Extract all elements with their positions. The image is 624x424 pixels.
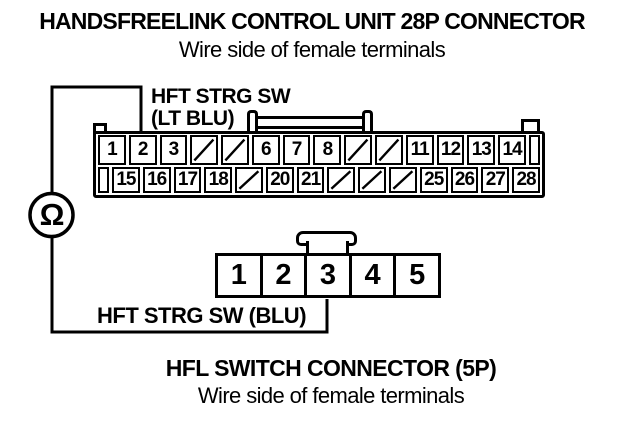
ohmmeter-icon: Ω xyxy=(39,197,65,232)
connector-5p-lock-tab-neck xyxy=(306,241,349,255)
diagram-subtitle-28p: Wire side of female terminals xyxy=(178,37,446,62)
pin-cell-1: 1 xyxy=(218,256,260,295)
diagonal-stroke-icon xyxy=(192,137,216,163)
pin-cell-unused xyxy=(221,135,249,165)
pin-cell-unused xyxy=(235,167,263,193)
diagonal-stroke-icon xyxy=(223,137,247,163)
pin-cell-5: 5 xyxy=(393,256,438,295)
pin-cell-14: 14 xyxy=(498,135,526,165)
pin-cell-unused xyxy=(344,135,373,165)
pin-cell-13: 13 xyxy=(467,135,496,165)
pin-cell-18: 18 xyxy=(204,167,233,193)
pin-cell-21: 21 xyxy=(296,167,325,193)
diagonal-stroke-icon xyxy=(237,169,261,191)
pin-cell-25: 25 xyxy=(419,167,448,193)
diagram-title-28p: HANDSFREELINK CONTROL UNIT 28P CONNECTOR xyxy=(39,8,585,34)
connector-28p-lock-post-right xyxy=(362,110,373,134)
diagram-title-5p: HFL SWITCH CONNECTOR (5P) xyxy=(165,355,497,381)
wire-label-5p: HFT STRG SW (BLU) xyxy=(97,303,307,328)
pin-cell-3: 3 xyxy=(304,256,349,295)
pin-cell-unused xyxy=(375,135,403,165)
pin-cell-blank xyxy=(528,135,540,165)
pin-cell-28: 28 xyxy=(512,167,540,193)
pin-cell-27: 27 xyxy=(481,167,510,193)
pin-cell-4: 4 xyxy=(348,256,394,295)
diagram-subtitle-5p: Wire side of female terminals xyxy=(197,383,465,408)
pin-cell-6: 6 xyxy=(251,135,280,165)
pin-cell-8: 8 xyxy=(313,135,342,165)
pin-cell-3: 3 xyxy=(159,135,188,165)
connector-28p-left-tab xyxy=(93,123,107,134)
pin-cell-2: 2 xyxy=(259,256,305,295)
connector-28p-lock-post-left xyxy=(247,110,258,134)
connector-28p-right-tab xyxy=(521,119,540,134)
pin-cell-16: 16 xyxy=(142,167,171,193)
connector-28p-lock-bar xyxy=(253,116,370,129)
pin-cell-1: 1 xyxy=(98,135,126,165)
pin-cell-blank xyxy=(98,167,109,193)
diagonal-stroke-icon xyxy=(346,137,370,163)
pin-cell-20: 20 xyxy=(265,167,294,193)
diagonal-stroke-icon xyxy=(391,169,415,191)
pin-cell-15: 15 xyxy=(112,167,140,193)
pin-cell-11: 11 xyxy=(405,135,434,165)
pin-cell-unused xyxy=(327,167,356,193)
pin-cell-unused xyxy=(389,167,417,193)
ohmmeter-circle xyxy=(28,191,75,239)
pin-cell-unused xyxy=(190,135,219,165)
pin-cell-unused xyxy=(358,167,387,193)
pin-cell-26: 26 xyxy=(450,167,479,193)
diagonal-stroke-icon xyxy=(329,169,353,191)
pin-cell-17: 17 xyxy=(173,167,202,193)
diagonal-stroke-icon xyxy=(377,137,401,163)
wire-label-28p-line2: (LT BLU) xyxy=(151,107,235,130)
pin-cell-2: 2 xyxy=(128,135,157,165)
pin-cell-12: 12 xyxy=(436,135,465,165)
pin-cell-7: 7 xyxy=(282,135,311,165)
diagonal-stroke-icon xyxy=(360,169,384,191)
wire-label-28p-line1: HFT STRG SW xyxy=(151,85,291,108)
